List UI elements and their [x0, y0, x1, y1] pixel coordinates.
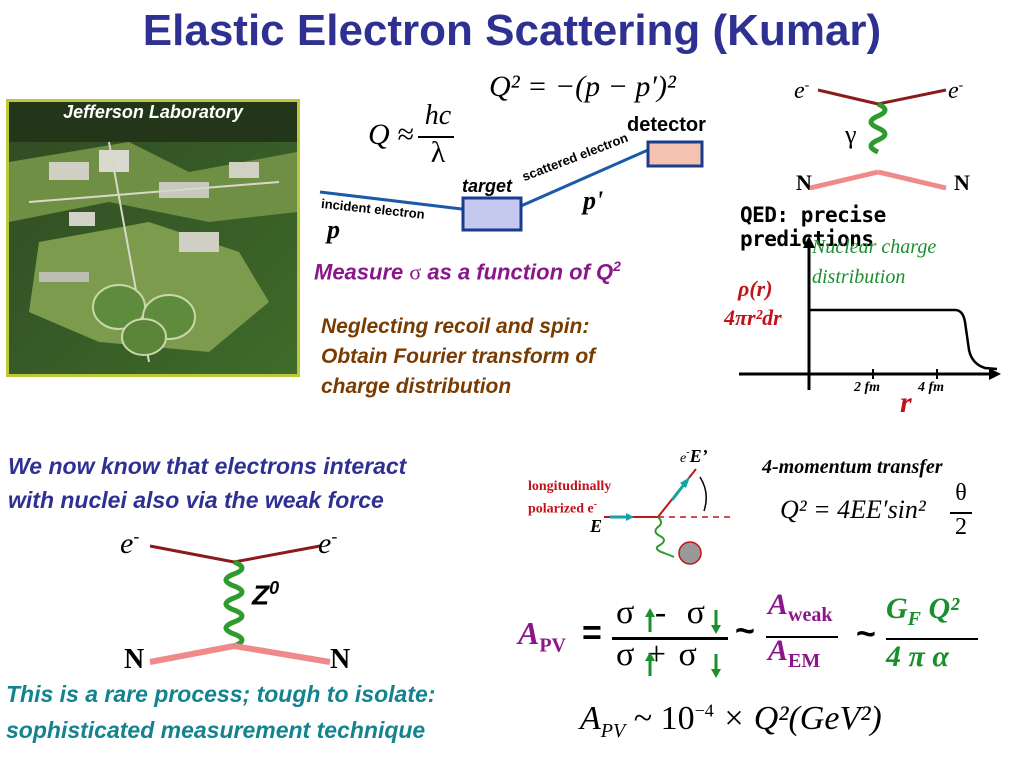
qed-text: QED: precise predictions [740, 203, 886, 251]
weak-em-fraction-bar [766, 636, 838, 638]
charge-curve [809, 308, 998, 371]
apv-lhs: APV [518, 615, 567, 657]
q-numerator: hc [424, 100, 452, 131]
r-axis-label: r [900, 386, 912, 419]
slide-title: Elastic Electron Scattering (Kumar) [142, 6, 882, 55]
a-weak: Aweak [768, 588, 833, 626]
nucleus-out-line [233, 643, 331, 665]
tick-label-2fm: 2 fm [854, 380, 881, 395]
neglecting-text: Neglecting recoil and spin: Obtain Fouri… [321, 312, 595, 402]
feynman-top-e-out: e- [948, 78, 964, 104]
nucleus-in-line [809, 169, 879, 191]
momentum-p-prime: p' [583, 186, 604, 215]
photon-propagator [868, 101, 888, 155]
momentum-transfer-label: 4-momentum transfer [762, 456, 943, 478]
q2-definition: Q² = −(p − p′)² [489, 70, 676, 103]
nuclear-charge-label: Nuclear charge distribution [812, 236, 937, 288]
feynman-bottom-n-in: N [124, 644, 145, 675]
feynman-bottom-e-in: e- [120, 526, 140, 560]
four-pi-alpha: 4 π α [886, 640, 949, 673]
feynman-top-n-out: N [954, 170, 970, 195]
gf-fraction-bar [886, 638, 978, 640]
feynman-bottom-e-out: e- [318, 526, 338, 560]
gf-q2: GF Q² [886, 592, 960, 630]
nucleus-in-line [149, 643, 235, 665]
tilde-2: ~ [856, 615, 876, 653]
exchange-boson [654, 516, 675, 558]
a-em: AEM [768, 634, 821, 672]
momentum-p: p [327, 215, 340, 244]
y-axis-arrow [803, 236, 815, 248]
detector-box [646, 140, 704, 168]
gamma-label: γ [845, 120, 857, 149]
feynman-bottom-n-out: N [330, 644, 351, 675]
energy-E-label: E [590, 516, 603, 536]
photo-caption: Jefferson Laboratory [63, 102, 243, 122]
polarized-label: longitudinally polarized e- [528, 479, 612, 517]
feynman-top-n-in: N [796, 170, 812, 195]
target-label: target [462, 176, 513, 196]
scattering-diagram [319, 140, 704, 232]
scattered-track [504, 148, 649, 215]
energy-E-prime-label: e-E’ [680, 446, 708, 466]
electron-out-line [877, 88, 947, 106]
electron-out-line [233, 544, 321, 564]
theta-fraction-bar [950, 512, 972, 514]
z-propagator [223, 559, 245, 649]
asymmetry-fraction-bar [612, 637, 728, 640]
charge-distribution-plot [739, 236, 1001, 390]
z0-label: Z0 [252, 578, 280, 611]
q-denominator: λ [430, 136, 446, 169]
q-approx-label: Q ≈ [368, 118, 414, 151]
feynman-diagram-photon [809, 88, 947, 191]
jefferson-lab-photo: Jefferson Laboratory [6, 99, 300, 377]
nucleus-out-line [877, 169, 947, 191]
polarized-scattering-sketch [604, 468, 734, 565]
apv-scaling-formula: APV ~ 10−4 × Q²(GeV²) [580, 700, 882, 742]
electron-in-line [817, 88, 879, 106]
theta-denominator: 2 [955, 514, 967, 540]
feynman-top-e-in: e- [794, 78, 810, 104]
asymmetry-numerator: σ - σ [616, 594, 711, 631]
rho-label: ρ(r) [738, 276, 773, 301]
neglecting-line: charge distribution [321, 375, 512, 398]
neglecting-line: Obtain Fourier transform of [321, 345, 596, 368]
incident-track [319, 190, 471, 212]
asymmetry-denominator: σ + σ [616, 636, 699, 673]
feynman-diagram-z [149, 544, 331, 665]
target-box [461, 196, 523, 232]
tick-label-4fm: 4 fm [918, 380, 945, 395]
angle-arc [699, 476, 707, 512]
tilde-1: ~ [735, 612, 755, 650]
neglecting-line: Neglecting recoil and spin: [321, 315, 590, 338]
weak-force-text: We now know that electrons interact with… [8, 453, 407, 513]
apv-equals: = [582, 614, 602, 652]
electron-in-line [149, 544, 235, 564]
measure-statement: Measure σ as a function of Q2 [314, 258, 621, 285]
nucleus-circle [678, 541, 702, 565]
detector-label: detector [627, 114, 706, 136]
x-axis-arrow [989, 368, 1001, 380]
volume-factor-label: 4πr²dr [724, 305, 782, 330]
q-fraction-bar [418, 136, 454, 138]
helicity-arrows [645, 608, 721, 678]
rare-process-text: This is a rare process; tough to isolate… [6, 681, 436, 743]
momentum-transfer-formula: Q² = 4EE′sin² [780, 495, 926, 524]
theta-numerator: θ [955, 480, 967, 506]
aerial-photo-illustration [9, 102, 297, 374]
